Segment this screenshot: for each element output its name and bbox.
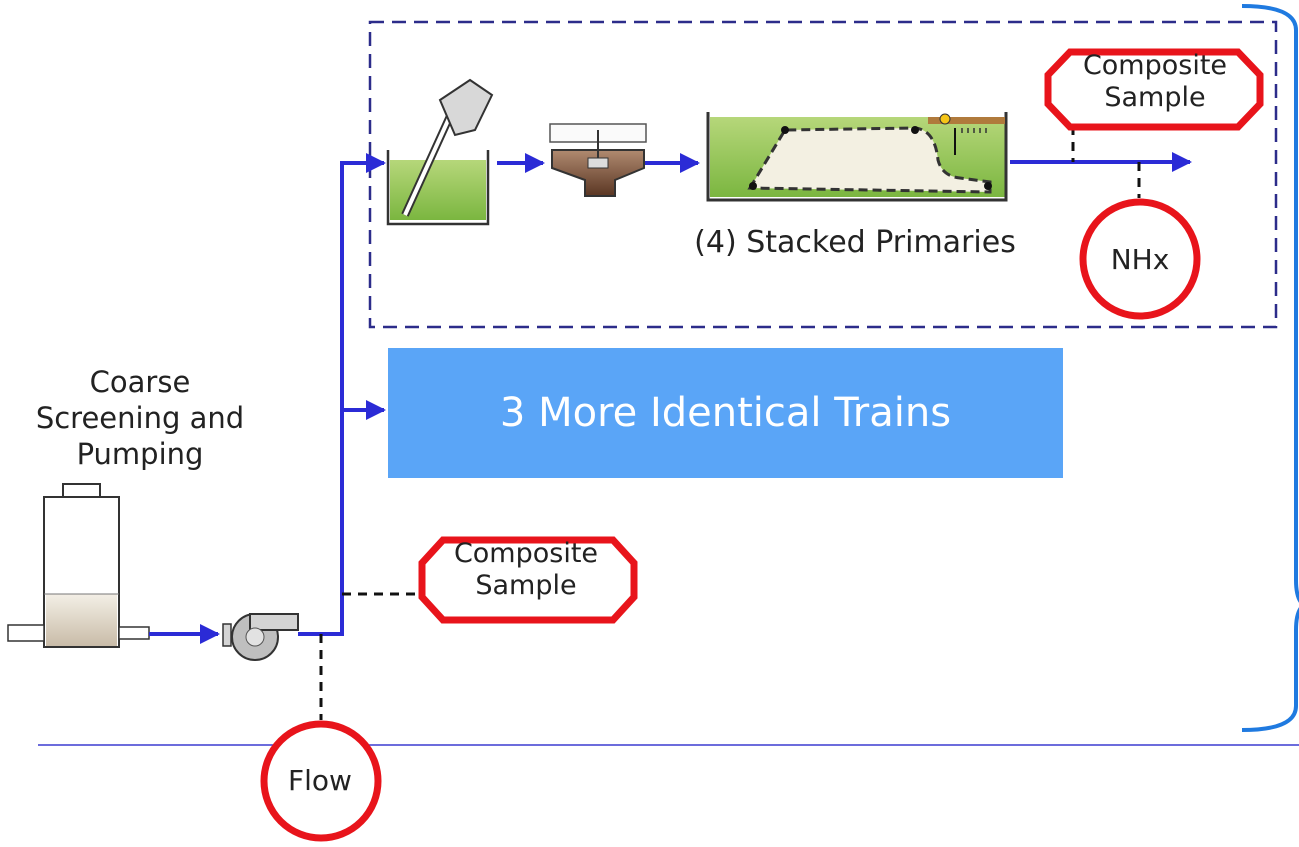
pump-unit — [222, 613, 299, 661]
more-trains-box — [388, 348, 1063, 478]
composite-top-line-1: Composite — [1082, 50, 1228, 81]
composite-bottom-line-1: Composite — [453, 538, 599, 569]
composite-sample-top-label: Composite Sample — [1045, 50, 1265, 114]
sample-lines — [319, 126, 1141, 720]
nhx-sample-marker — [1079, 198, 1201, 320]
primary-train-frame — [368, 20, 1278, 329]
stacked-primaries-label: (4) Stacked Primaries — [694, 225, 1016, 260]
fine-screen-unit — [386, 78, 494, 226]
grit-removal-unit — [549, 123, 647, 197]
flow-label: Flow — [288, 764, 352, 797]
composite-sample-bottom-label: Composite Sample — [415, 538, 637, 602]
composite-sample-top-marker — [1044, 48, 1264, 131]
coarse-screening-unit — [7, 483, 150, 648]
more-trains-label: 3 More Identical Trains — [499, 390, 952, 436]
coarse-screening-label: Coarse Screening and Pumping — [20, 364, 260, 472]
coarse-label-line-2: Screening and — [35, 401, 245, 435]
stacked-primary-clarifier — [706, 112, 1008, 202]
composite-sample-bottom-marker — [418, 536, 638, 624]
nhx-label: NHx — [1110, 243, 1170, 276]
coarse-label-line-3: Pumping — [76, 437, 204, 471]
composite-bottom-line-2: Sample — [475, 570, 577, 601]
right-bracket — [1241, 4, 1299, 732]
composite-top-line-2: Sample — [1104, 82, 1206, 113]
flow-measurement-marker — [260, 720, 382, 842]
coarse-label-line-1: Coarse — [89, 365, 191, 399]
